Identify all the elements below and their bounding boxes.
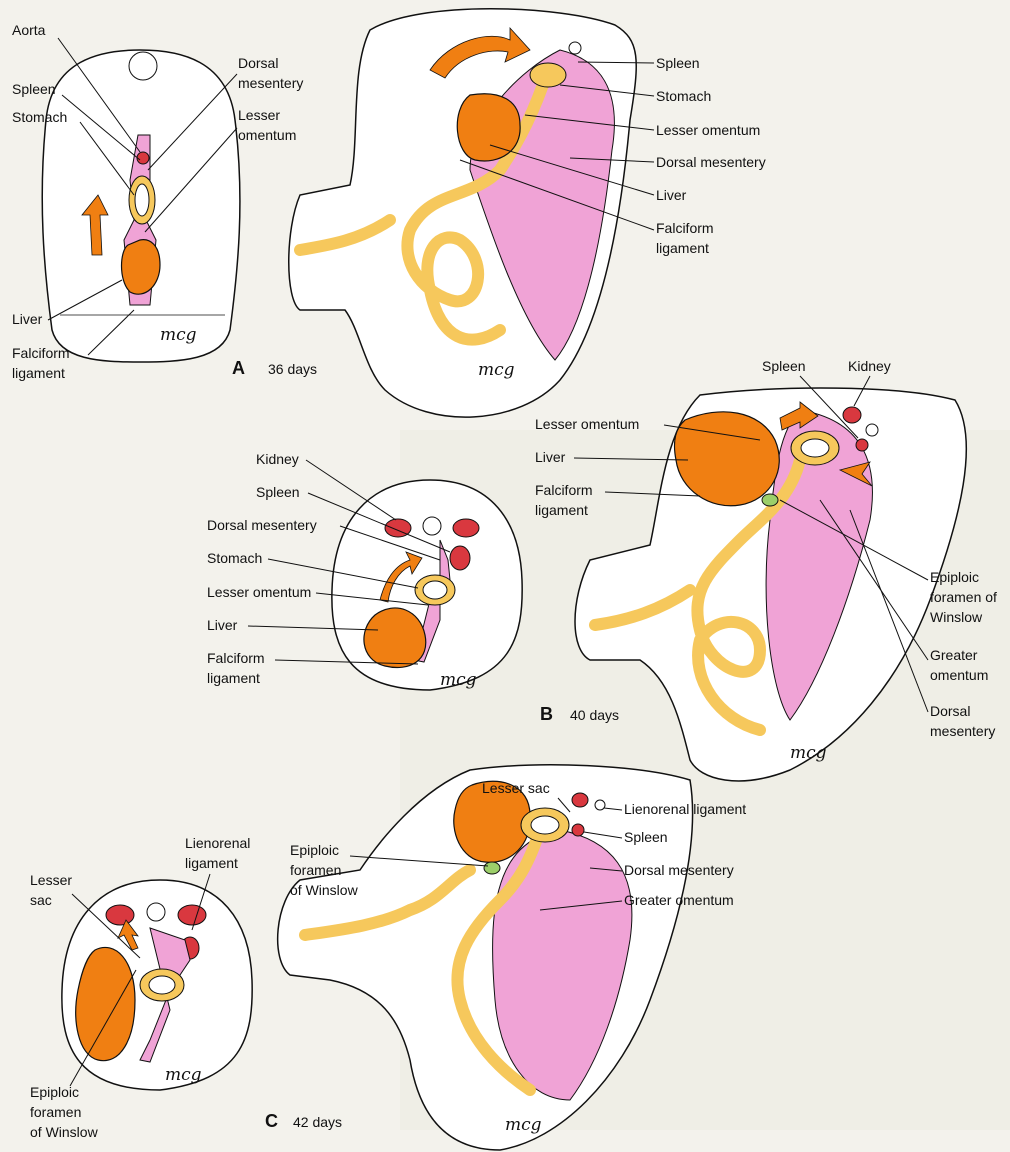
label-liver-b: Liver xyxy=(207,617,238,633)
label-lesser-a: Lesser xyxy=(238,107,280,123)
label-dorsal-mesentery-b: Dorsal mesentery xyxy=(207,517,317,533)
label-liver-a: Liver xyxy=(12,311,43,327)
label-lesser-omentum-b-lat: Lesser omentum xyxy=(535,416,639,432)
label-of-winslow-c-lat: of Winslow xyxy=(290,882,359,898)
label-epiploic-b: Epiploic xyxy=(930,569,979,585)
label-greater-b: Greater xyxy=(930,647,978,663)
panel-a-caption: A 36 days xyxy=(232,358,317,378)
signature-a-lat: mcg xyxy=(478,360,515,380)
label-ligament-b-lat: ligament xyxy=(535,502,588,518)
panel-age-a: 36 days xyxy=(268,361,317,377)
label-kidney-b-lat: Kidney xyxy=(848,358,891,374)
stomach-lumen-a xyxy=(135,184,149,216)
label-falciform-b-lat: Falciform xyxy=(535,482,593,498)
label-falciform-a: Falciform xyxy=(12,345,70,361)
panel-age-c: 42 days xyxy=(293,1114,342,1130)
stomach-lumen-c xyxy=(149,976,175,994)
label-lesser-omentum-a-lat: Lesser omentum xyxy=(656,122,760,138)
label-spleen-b: Spleen xyxy=(256,484,300,500)
spleen-b xyxy=(450,546,470,570)
label-mesentery-a: mesentery xyxy=(238,75,303,91)
spleen-ring-a xyxy=(569,42,581,54)
label-falciform-b: Falciform xyxy=(207,650,265,666)
label-dorsal-mesentery-c-lat: Dorsal mesentery xyxy=(624,862,734,878)
liver-c xyxy=(76,947,135,1060)
signature-c-lat: mcg xyxy=(505,1115,542,1135)
green-structure-b xyxy=(762,494,778,506)
ring-b-lat xyxy=(866,424,878,436)
label-dorsal-mesentery-a-lat: Dorsal mesentery xyxy=(656,154,766,170)
label-omentum-a: omentum xyxy=(238,127,296,143)
label-lesser-omentum-b: Lesser omentum xyxy=(207,584,311,600)
panel-age-b: 40 days xyxy=(570,707,619,723)
label-lesser-sac-c-lat: Lesser sac xyxy=(482,780,550,796)
label-stomach-a: Stomach xyxy=(12,109,67,125)
green-structure-c xyxy=(484,862,500,874)
label-lienorenal-c-lat: Lienorenal ligament xyxy=(624,801,746,817)
label-winslow-b: Winslow xyxy=(930,609,983,625)
kidney-c-lat xyxy=(572,793,588,807)
aorta-a xyxy=(137,152,149,164)
label-foramen-c-lat: foramen xyxy=(290,862,341,878)
panel-b-caption: B 40 days xyxy=(540,704,619,724)
label-spleen-a-lat: Spleen xyxy=(656,55,700,71)
label-greater-omentum-c-lat: Greater omentum xyxy=(624,892,734,908)
label-lienorenal-c: Lienorenal xyxy=(185,835,250,851)
panel-a-cross-section xyxy=(42,50,240,362)
label-aorta: Aorta xyxy=(12,22,46,38)
label-stomach-a-lat: Stomach xyxy=(656,88,711,104)
kidney-b-lat xyxy=(843,407,861,423)
label-omentum-b: omentum xyxy=(930,667,988,683)
panel-letter-c: C xyxy=(265,1111,278,1131)
label-epiploic-c: Epiploic xyxy=(30,1084,79,1100)
ring-c-lat xyxy=(595,800,605,810)
label-falciform-a-lat: Falciform xyxy=(656,220,714,236)
kidney-right-c xyxy=(178,905,206,925)
panel-b-cross-section: mcg xyxy=(332,480,522,690)
neural-tube-c xyxy=(147,903,165,921)
kidney-left-c xyxy=(106,905,134,925)
panel-letter-b: B xyxy=(540,704,553,724)
label-dorsal-a: Dorsal xyxy=(238,55,278,71)
signature-b-lat: mcg xyxy=(790,743,827,763)
signature-c-cross: mcg xyxy=(165,1065,202,1085)
stomach-lumen-b xyxy=(423,581,447,599)
panel-letter-a: A xyxy=(232,358,245,378)
label-kidney-b: Kidney xyxy=(256,451,299,467)
signature-a-cross: mcg xyxy=(160,325,197,345)
label-ligament-a: ligament xyxy=(12,365,65,381)
stomach-lumen-b-lat xyxy=(801,439,829,457)
label-ligament-b: ligament xyxy=(207,670,260,686)
neural-tube-a xyxy=(129,52,157,80)
label-dorsal-b: Dorsal xyxy=(930,703,970,719)
panel-a-lateral: mcg xyxy=(289,9,636,417)
label-liver-a-lat: Liver xyxy=(656,187,687,203)
label-spleen-b-lat: Spleen xyxy=(762,358,806,374)
panel-c-caption: C 42 days xyxy=(265,1111,342,1131)
label-ligament-a-lat: ligament xyxy=(656,240,709,256)
liver-b xyxy=(364,608,426,668)
label-sac-c: sac xyxy=(30,892,52,908)
label-mesentery-b: mesentery xyxy=(930,723,995,739)
stomach-lumen-c-lat xyxy=(531,816,559,834)
label-of-winslow-c: of Winslow xyxy=(30,1124,99,1140)
label-lesser-c: Lesser xyxy=(30,872,72,888)
spleen-c-lat xyxy=(572,824,584,836)
neural-tube-b xyxy=(423,517,441,535)
label-spleen-c-lat: Spleen xyxy=(624,829,668,845)
label-stomach-b: Stomach xyxy=(207,550,262,566)
label-ligament-c: ligament xyxy=(185,855,238,871)
label-epiploic-c-lat: Epiploic xyxy=(290,842,339,858)
stomach-a-lat xyxy=(530,63,566,87)
label-liver-b-lat: Liver xyxy=(535,449,566,465)
kidney-right-b xyxy=(453,519,479,537)
signature-b-cross: mcg xyxy=(440,670,477,690)
spleen-b-lat xyxy=(856,439,868,451)
label-spleen-a: Spleen xyxy=(12,81,56,97)
label-foramen-c: foramen xyxy=(30,1104,81,1120)
label-foramen-of-b: foramen of xyxy=(930,589,997,605)
